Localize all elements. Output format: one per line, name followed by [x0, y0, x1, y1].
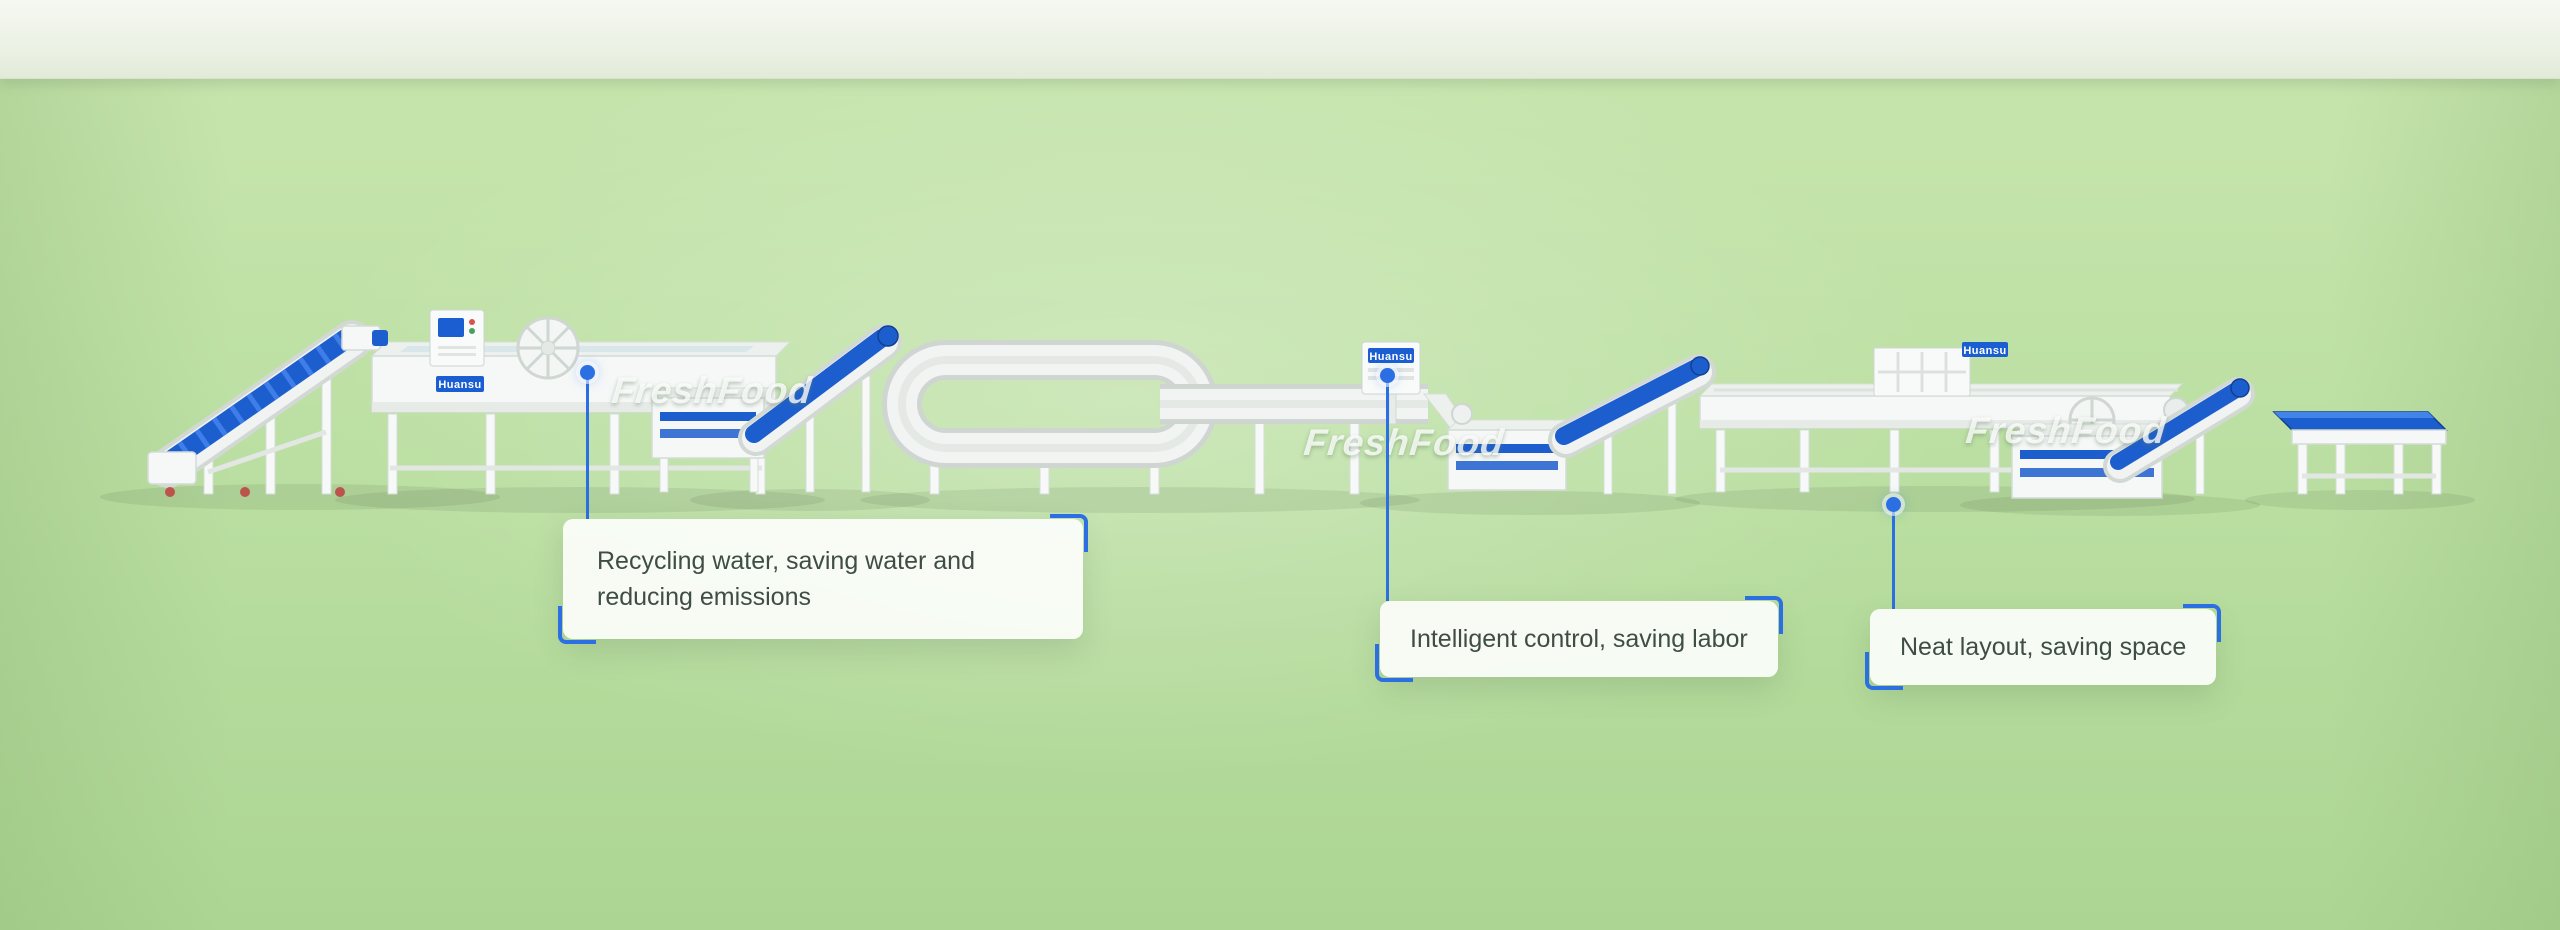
- top-band: [0, 0, 2560, 79]
- brand-badge-1: Huansu: [436, 376, 484, 392]
- bracket-bottom-left-icon: [1375, 644, 1413, 682]
- callout-recycling-water: Recycling water, saving water and reduci…: [558, 514, 1088, 644]
- watermark-freshfood-2: FreshFood: [1301, 422, 1507, 463]
- paddle-wheel-icon: [516, 316, 580, 380]
- leader-dot-2: [1380, 368, 1395, 383]
- bubble-washer: Huansu: [370, 309, 792, 495]
- bracket-top-right-icon: [1050, 514, 1088, 552]
- leader-line-3: [1892, 504, 1895, 609]
- bracket-bottom-left-icon: [1865, 652, 1903, 690]
- dewater-conveyor: [650, 324, 902, 493]
- brand-badge-3: Huansu: [1962, 342, 2008, 357]
- callout-neat-layout: Neat layout, saving space: [1865, 604, 2222, 690]
- watermark-freshfood-3: FreshFood: [1963, 410, 2169, 451]
- bracket-top-right-icon: [2183, 604, 2222, 642]
- callout-text-line: Intelligent control, saving labor: [1410, 625, 1748, 653]
- infeed-elevator-conveyor: [147, 320, 388, 497]
- leader-line-1: [586, 374, 589, 519]
- washer-control-panel: [429, 309, 485, 367]
- outfeed-table: [2272, 411, 2448, 495]
- watermark-freshfood-1: FreshFood: [609, 370, 815, 411]
- grading-hopper: [1873, 347, 1971, 397]
- callout-intelligent-control: Intelligent control, saving labor: [1375, 596, 1783, 682]
- mid-washer-conveyor: [1422, 354, 1716, 495]
- ground-shadows: [100, 484, 2475, 516]
- u-turn-conveyor: [882, 340, 1428, 495]
- leader-dot-1: [580, 365, 595, 380]
- brand-badge-2: Huansu: [1368, 348, 1414, 363]
- bracket-bottom-left-icon: [558, 606, 596, 644]
- bracket-top-right-icon: [1744, 596, 1783, 634]
- svg-text:Huansu: Huansu: [1963, 345, 2006, 357]
- leader-line-2: [1386, 378, 1389, 601]
- callout-text-line: reducing emissions: [597, 583, 811, 611]
- end-washer-conveyor: [2010, 377, 2255, 499]
- svg-text:Huansu: Huansu: [1369, 351, 1412, 363]
- panel-screen: [438, 318, 464, 337]
- svg-text:Huansu: Huansu: [438, 379, 481, 391]
- leader-dot-3: [1886, 497, 1901, 512]
- green-backdrop: [0, 78, 2560, 930]
- callout-text-line: Recycling water, saving water and: [597, 547, 975, 575]
- callout-text-line: Neat layout, saving space: [1900, 633, 2187, 661]
